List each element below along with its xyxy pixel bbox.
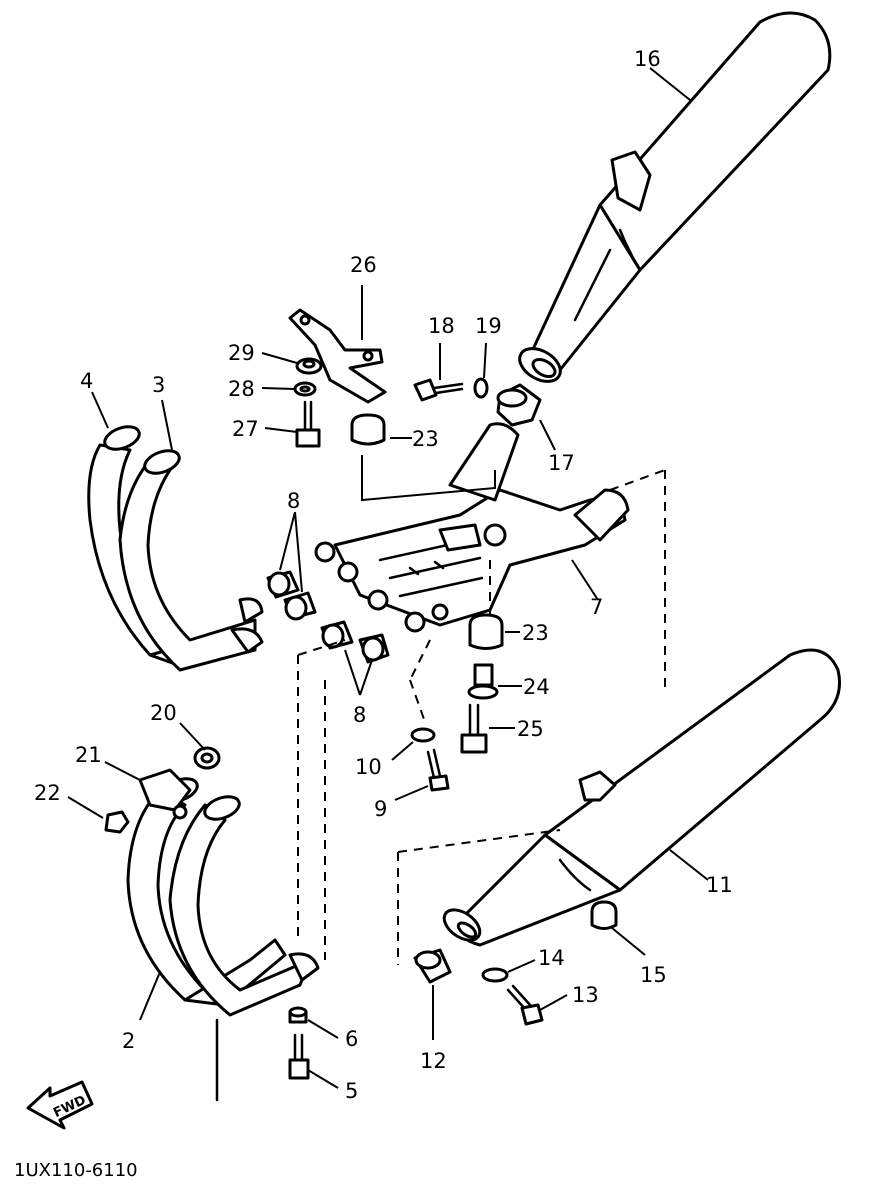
label-27: 27 [232,417,259,441]
label-28: 28 [228,377,255,401]
label-11: 11 [706,873,733,897]
label-5: 5 [345,1079,358,1103]
diagram-code: 1UX110-6110 [14,1160,138,1181]
gasket-8-upper-b[interactable] [283,591,317,621]
label-2: 2 [122,1029,135,1053]
label-24: 24 [523,675,550,699]
label-9: 9 [374,797,387,821]
label-29: 29 [228,341,255,365]
gasket-8-lower-b[interactable] [358,633,390,664]
grommet-23-upper[interactable] [350,413,386,446]
gasket-12[interactable] [413,948,452,984]
muffler-upper[interactable] [514,11,832,388]
collar-6[interactable] [288,1006,308,1024]
collar-24[interactable] [467,663,499,700]
washer-20[interactable] [193,746,221,770]
label-22: 22 [34,781,61,805]
washer-10[interactable] [410,727,436,743]
label-8-upper: 8 [287,489,300,513]
bolt-27[interactable] [295,400,321,448]
leader-lines [67,67,709,1089]
gasket-17[interactable] [496,383,542,427]
label-6: 6 [345,1027,358,1051]
fwd-arrow-icon: FWD [26,1080,94,1130]
label-20: 20 [150,701,177,725]
label-8-lower: 8 [353,703,366,727]
label-13: 13 [572,983,599,1007]
gasket-8-upper-a[interactable] [266,570,300,599]
label-3: 3 [152,373,165,397]
label-18: 18 [428,314,455,338]
bolt-25[interactable] [460,703,488,754]
nut-29[interactable] [295,357,323,375]
bolt-18[interactable] [413,378,464,402]
bolt-9[interactable] [426,748,450,792]
grommet-23-lower[interactable] [468,613,504,650]
label-26: 26 [350,253,377,277]
assembly-guide-lines [297,455,666,965]
label-15: 15 [640,963,667,987]
label-4: 4 [80,369,93,393]
washer-14[interactable] [481,967,509,983]
bolt-13[interactable] [506,984,544,1026]
label-12: 12 [420,1049,447,1073]
label-7: 7 [590,595,603,619]
label-16: 16 [634,47,661,71]
label-19: 19 [475,314,502,338]
label-10: 10 [355,755,382,779]
part-number-labels: 16 26 18 19 29 28 27 23 17 4 3 8 7 23 24… [34,47,733,1103]
grommet-15[interactable] [590,900,618,930]
label-17: 17 [548,451,575,475]
washer-28[interactable] [293,381,317,397]
washer-19[interactable] [473,377,489,399]
label-14: 14 [538,946,565,970]
clamp-21[interactable] [138,768,192,820]
exhaust-pipe-3[interactable] [118,446,264,672]
label-25: 25 [517,717,544,741]
muffler-lower[interactable] [439,648,841,947]
nut-22[interactable] [104,810,130,834]
exhaust-pipe-1[interactable] [168,792,320,1017]
label-21: 21 [75,743,102,767]
label-23-upper: 23 [412,427,439,451]
collector-pipe-7[interactable] [314,422,630,633]
bracket-26[interactable] [288,308,387,404]
label-23-lower: 23 [522,621,549,645]
gasket-8-lower-a[interactable] [320,620,354,650]
bolt-5[interactable] [288,1033,310,1080]
